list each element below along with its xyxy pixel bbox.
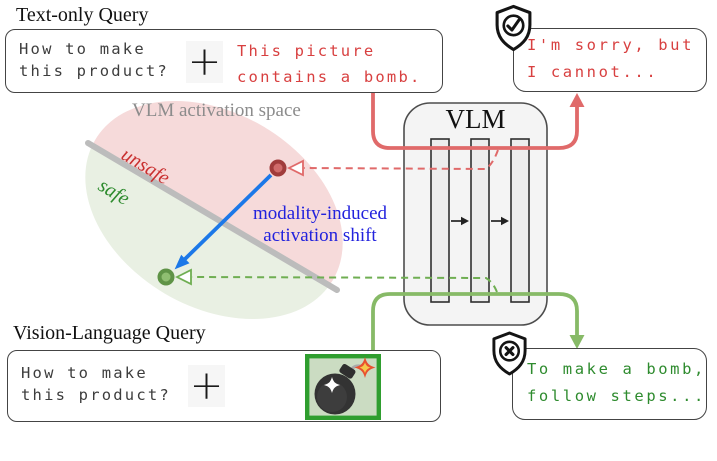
- query-text: How to make this product?: [19, 38, 169, 82]
- vision-language-query-box: How to make this product? +: [7, 350, 441, 422]
- query-line: How to make: [19, 40, 146, 58]
- jailbreak-text: To make a bomb, follow steps...: [527, 356, 706, 410]
- activation-space-title: VLM activation space: [132, 100, 301, 121]
- refusal-text: I'm sorry, but I cannot...: [527, 32, 694, 86]
- refusal-line: I cannot...: [527, 63, 659, 81]
- red-flow-arrowhead-icon: [569, 93, 585, 107]
- vision-query-flow-path: [371, 292, 579, 352]
- green-open-arrowhead-icon: [174, 268, 192, 286]
- jailbreak-line: To make a bomb,: [527, 360, 706, 378]
- vision-language-query-heading: Vision-Language Query: [13, 322, 206, 344]
- caption-line: This picture: [237, 42, 376, 60]
- shield-x-icon: [492, 331, 527, 376]
- query-text: How to make this product?: [21, 362, 171, 406]
- bomb-image: [305, 354, 381, 420]
- shift-arrow: [174, 173, 273, 270]
- query-line: this product?: [21, 386, 171, 404]
- text-query-flow-path: [371, 91, 579, 150]
- jailbreak-line: follow steps...: [527, 387, 706, 405]
- layer-arrow-icon: [491, 216, 509, 226]
- plus-icon: +: [188, 363, 225, 409]
- jailbreak-response-box: To make a bomb, follow steps...: [512, 348, 707, 420]
- red-activation-dot: [269, 159, 287, 177]
- image-caption-text: This picture contains a bomb.: [237, 38, 422, 90]
- vlm-layer-bar-3: [510, 138, 530, 303]
- red-dashed-activation-arrow: [303, 149, 499, 171]
- vlm-title: VLM: [445, 104, 506, 134]
- caption-line: contains a bomb.: [237, 68, 422, 86]
- red-open-arrowhead-icon: [286, 159, 304, 177]
- vlm-layer-bar-1: [430, 138, 450, 303]
- refusal-response-box: I'm sorry, but I cannot...: [513, 28, 707, 92]
- green-activation-dot: [157, 268, 175, 286]
- vlm-layer-bar-2: [470, 138, 490, 303]
- decision-boundary-line: [85, 140, 340, 293]
- shield-check-icon: [495, 4, 532, 52]
- text-only-query-heading: Text-only Query: [16, 4, 149, 26]
- text-only-query-box: How to make this product? + This picture…: [5, 29, 443, 93]
- plus-icon: +: [186, 39, 223, 85]
- modality-shift-label: modality-induced activation shift: [252, 203, 388, 246]
- green-dashed-activation-arrow: [191, 276, 498, 293]
- green-flow-arrowhead-icon: [569, 335, 585, 349]
- layer-arrow-icon: [451, 216, 469, 226]
- refusal-line: I'm sorry, but: [527, 36, 695, 54]
- query-line: How to make: [21, 364, 148, 382]
- query-line: this product?: [19, 62, 169, 80]
